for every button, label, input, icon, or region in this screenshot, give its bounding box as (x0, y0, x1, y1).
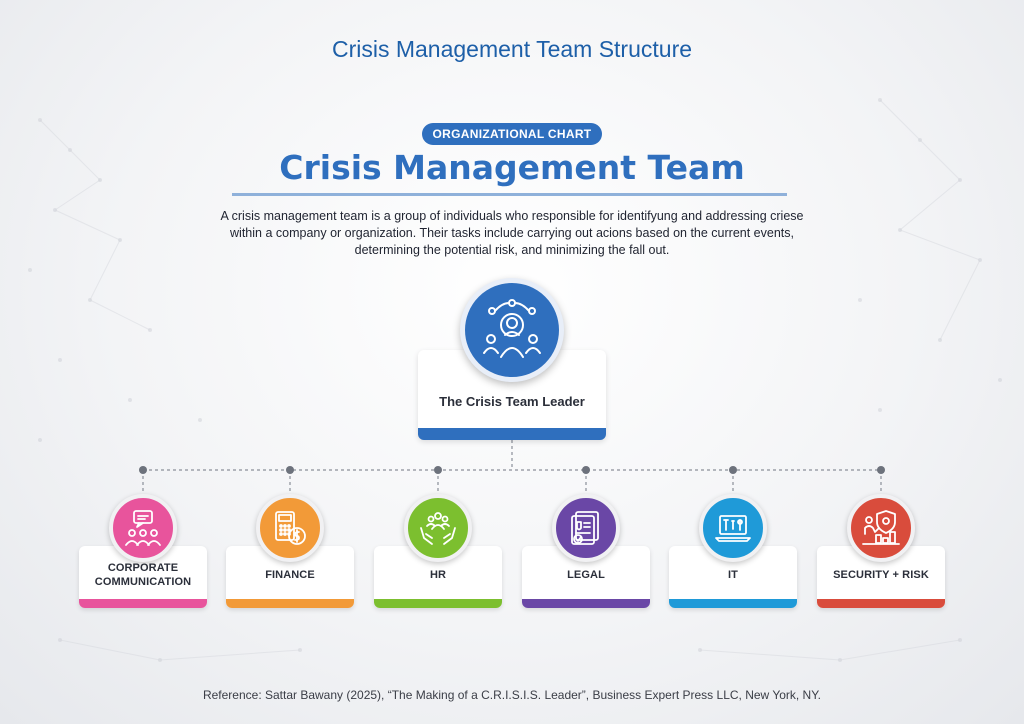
connector-node (582, 466, 590, 474)
reference-citation: Reference: Sattar Bawany (2025), “The Ma… (202, 688, 822, 702)
main-title: Crisis Management Team (279, 148, 745, 187)
legal-document-shield-icon (571, 511, 599, 545)
dept-label: HR (429, 569, 447, 581)
page-title: Crisis Management Team Structure (331, 36, 693, 62)
org-chart-badge: ORGANIZATIONAL CHART (422, 123, 602, 145)
dept-color-bar (226, 599, 354, 608)
team-leader-network-icon (483, 299, 541, 358)
dept-corporate-communication: CORPORATE COMMUNICATION (79, 494, 207, 614)
dept-security-risk: SECURITY + RISK (817, 494, 945, 614)
dept-label: FINANCE (265, 569, 315, 581)
dept-icon-badge (847, 494, 915, 562)
dept-icon-badge (552, 494, 620, 562)
dept-label: IT (728, 569, 738, 581)
dept-card: CORPORATE COMMUNICATION (79, 546, 207, 608)
dept-color-bar (374, 599, 502, 608)
dept-icon-badge (256, 494, 324, 562)
dept-finance: FINANCE (226, 494, 354, 614)
dept-icon-badge (404, 494, 472, 562)
dept-color-bar (817, 599, 945, 608)
security-risk-shield-icon (862, 510, 900, 545)
dept-it: IT (669, 494, 797, 614)
dept-hr: HR (374, 494, 502, 614)
connector-node (139, 466, 147, 474)
dept-color-bar (669, 599, 797, 608)
chat-group-icon (125, 510, 161, 546)
crisis-team-leader-badge (460, 278, 564, 382)
description-text: A crisis management team is a group of i… (220, 209, 804, 257)
dept-icon-badge (699, 494, 767, 562)
dept-color-bar (79, 599, 207, 608)
connector-node (877, 466, 885, 474)
dept-label: CORPORATE COMMUNICATION (94, 562, 192, 588)
connector-node (434, 466, 442, 474)
people-care-hands-icon (420, 512, 456, 545)
title-divider (232, 193, 787, 196)
connector-node (729, 466, 737, 474)
laptop-tools-icon (715, 515, 751, 542)
dept-label: LEGAL (567, 569, 605, 581)
dept-color-bar (522, 599, 650, 608)
dept-legal: LEGAL (522, 494, 650, 614)
connector-node (286, 466, 294, 474)
crisis-team-leader-label: The Crisis Team Leader (439, 394, 585, 409)
dept-label: SECURITY + RISK (833, 569, 929, 581)
dept-icon-badge (109, 494, 177, 562)
calculator-money-icon (275, 511, 306, 545)
